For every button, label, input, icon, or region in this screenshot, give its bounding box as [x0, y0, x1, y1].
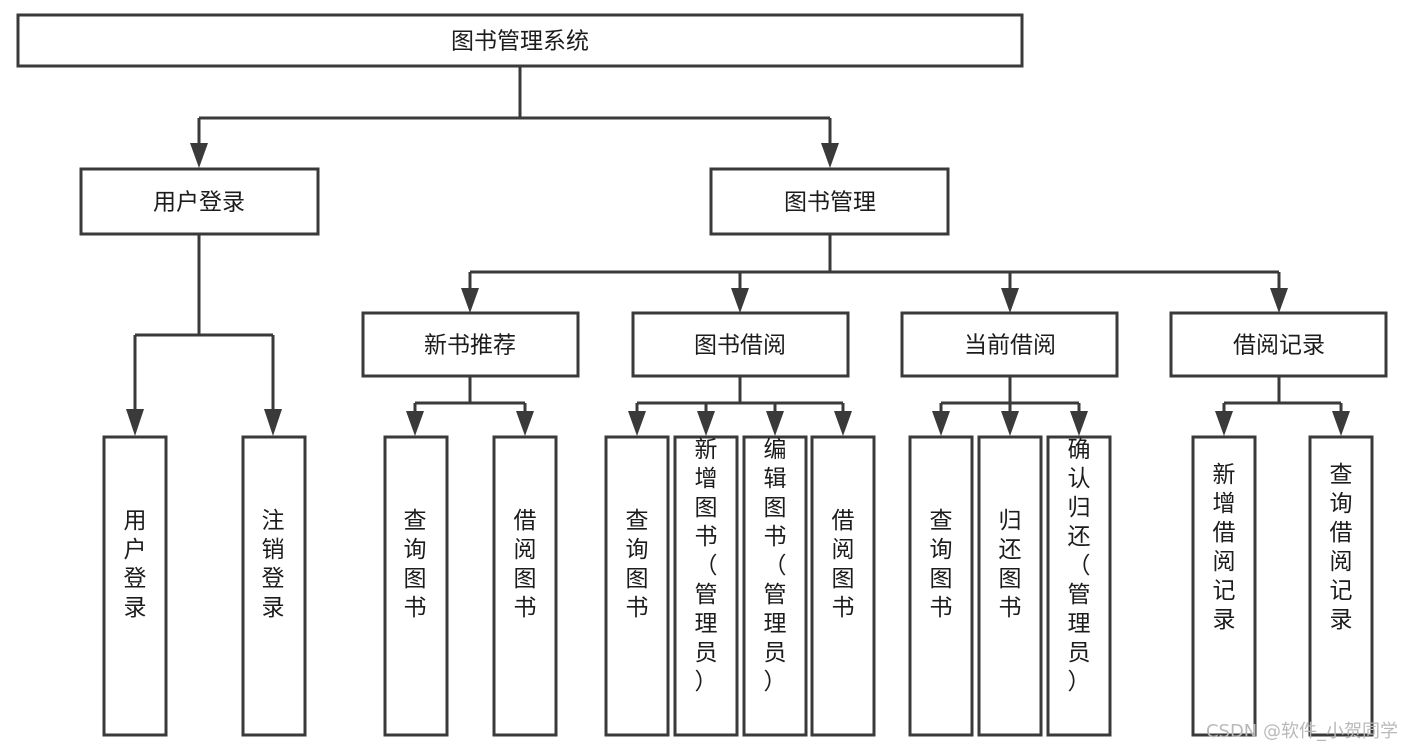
leaf-bb-query-book[interactable]: 查询图书 — [604, 435, 670, 737]
node-new-book-recommend-label: 新书推荐 — [424, 333, 516, 359]
arrowhead-leaf-user-login — [126, 409, 144, 436]
node-book-manage[interactable]: 图书管理 — [709, 167, 950, 236]
leaf-nb-query-book[interactable]: 查询图书 — [383, 435, 449, 737]
leaf-logout[interactable]: 注销登录 — [241, 435, 307, 737]
leaf-nb-query-book-label: 查询图书 — [404, 508, 427, 621]
node-new-book-recommend[interactable]: 新书推荐 — [361, 311, 580, 378]
leaf-cb-return-book[interactable]: 归还图书 — [977, 435, 1043, 737]
leaf-cb-confirm-return[interactable]: 确认归还（管理员） — [1046, 435, 1112, 737]
leaf-br-add-record-box — [1191, 435, 1257, 737]
leaf-br-add-record-label: 新增借阅记录 — [1213, 462, 1236, 633]
node-user-login[interactable]: 用户登录 — [79, 167, 320, 236]
leaf-bb-edit-book-box — [742, 435, 808, 737]
node-borrow-record[interactable]: 借阅记录 — [1169, 311, 1388, 378]
arrowhead-cb-confirm-return — [1070, 411, 1088, 436]
arrowhead-cb-return-book — [1001, 411, 1019, 436]
arrowhead-bb-borrow-book — [834, 411, 852, 436]
leaf-cb-query-book-box — [908, 435, 974, 737]
leaf-bb-query-book-box — [604, 435, 670, 737]
leaf-nb-borrow-book-box — [492, 435, 558, 737]
leaf-bb-borrow-book-box — [810, 435, 876, 737]
leaf-cb-return-book-box — [977, 435, 1043, 737]
node-current-borrow-box — [900, 311, 1119, 378]
arrowhead-nb-borrow-book — [516, 411, 534, 436]
arrowhead-borrow-record — [1270, 288, 1288, 313]
leaf-cb-query-book[interactable]: 查询图书 — [908, 435, 974, 737]
arrowhead-book-borrow — [731, 288, 749, 313]
leaf-br-query-record-box — [1308, 435, 1374, 737]
arrowhead-bb-query-book — [628, 411, 646, 436]
arrowhead-user-login — [190, 143, 208, 168]
arrowhead-br-query-record — [1332, 411, 1350, 436]
leaf-bb-edit-book[interactable]: 编辑图书（管理员） — [742, 435, 808, 737]
node-borrow-record-label: 借阅记录 — [1233, 333, 1325, 359]
node-user-login-label: 用户登录 — [153, 190, 245, 216]
node-root-box — [16, 13, 1024, 68]
node-current-borrow[interactable]: 当前借阅 — [900, 311, 1119, 378]
leaf-bb-query-book-label: 查询图书 — [626, 508, 649, 621]
leaf-bb-borrow-book-label: 借阅图书 — [832, 508, 855, 621]
arrowhead-cb-query-book — [932, 411, 950, 436]
leaf-logout-label: 注销登录 — [262, 508, 285, 621]
node-current-borrow-label: 当前借阅 — [964, 333, 1056, 359]
csdn-watermark: CSDN @软件_小贺同学 — [1206, 721, 1398, 742]
arrowhead-bb-edit-book — [766, 411, 784, 436]
leaf-br-query-record[interactable]: 查询借阅记录 — [1308, 435, 1374, 737]
leaf-bb-add-book-box — [673, 435, 739, 737]
leaf-bb-borrow-book[interactable]: 借阅图书 — [810, 435, 876, 737]
arrowhead-book-manage — [821, 143, 839, 168]
leaf-logout-box — [241, 435, 307, 737]
arrowhead-br-add-record — [1215, 411, 1233, 436]
node-book-borrow[interactable]: 图书借阅 — [631, 311, 850, 378]
leaf-bb-add-book-label: 新增图书（管理员） — [695, 437, 718, 695]
connectors-group — [126, 66, 1350, 436]
arrowhead-new-book-recommend — [461, 288, 479, 313]
node-borrow-record-box — [1169, 311, 1388, 378]
leaf-nb-borrow-book[interactable]: 借阅图书 — [492, 435, 558, 737]
leaf-cb-query-book-label: 查询图书 — [930, 508, 953, 621]
node-user-login-box — [79, 167, 320, 236]
leaf-br-query-record-label: 查询借阅记录 — [1330, 462, 1353, 633]
leaf-nb-query-book-box — [383, 435, 449, 737]
node-new-book-recommend-box — [361, 311, 580, 378]
leaf-nb-borrow-book-label: 借阅图书 — [514, 508, 537, 621]
node-root-system[interactable]: 图书管理系统 — [16, 13, 1024, 68]
arrowhead-bb-add-book — [697, 411, 715, 436]
leaf-user-login[interactable]: 用户登录 — [102, 435, 168, 737]
leaf-user-login-box — [102, 435, 168, 737]
arrowhead-current-borrow — [1001, 288, 1019, 313]
leaf-bb-edit-book-label: 编辑图书（管理员） — [764, 437, 787, 695]
leaf-user-login-label: 用户登录 — [124, 508, 147, 621]
leaf-bb-add-book[interactable]: 新增图书（管理员） — [673, 435, 739, 737]
node-book-manage-box — [709, 167, 950, 236]
node-book-borrow-box — [631, 311, 850, 378]
arrowhead-nb-query-book — [406, 411, 424, 436]
node-book-borrow-label: 图书借阅 — [694, 333, 786, 359]
node-root-label: 图书管理系统 — [451, 29, 589, 55]
leaf-cb-return-book-label: 归还图书 — [999, 508, 1022, 621]
leaf-cb-confirm-return-label: 确认归还（管理员） — [1068, 437, 1091, 695]
arrowhead-leaf-logout — [264, 409, 282, 436]
node-book-manage-label: 图书管理 — [784, 190, 876, 216]
leaf-cb-confirm-return-box — [1046, 435, 1112, 737]
leaf-br-add-record[interactable]: 新增借阅记录 — [1191, 435, 1257, 737]
